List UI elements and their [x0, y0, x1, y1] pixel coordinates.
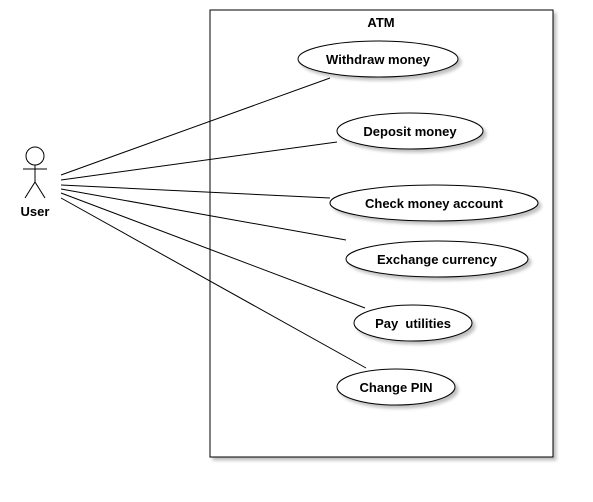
use-case-ellipse: [297, 40, 459, 78]
use-case-label: Exchange currency: [377, 252, 498, 267]
use-case-label: Pay utilities: [375, 316, 451, 331]
use-case-ellipse: [329, 184, 539, 222]
use-case-deposit[interactable]: Deposit money: [336, 112, 484, 150]
association-pay[interactable]: [60, 192, 366, 309]
association-check[interactable]: [60, 184, 331, 199]
actor-head: [25, 146, 45, 166]
use-case-label: Check money account: [365, 196, 504, 211]
association-deposit[interactable]: [60, 141, 338, 181]
actor-right-leg: [34, 181, 46, 199]
use-case-exchange[interactable]: Exchange currency: [345, 240, 529, 278]
use-case-pay[interactable]: Pay utilities: [353, 304, 473, 342]
use-case-check[interactable]: Check money account: [329, 184, 539, 222]
use-case-label: Withdraw money: [326, 52, 431, 67]
use-case-pin[interactable]: Change PIN: [336, 368, 456, 406]
system-name: ATM: [367, 15, 394, 30]
associations: [60, 77, 367, 369]
use-case-label: Change PIN: [360, 380, 433, 395]
use-case-ellipse: [353, 304, 473, 342]
actor-label: User: [21, 204, 50, 219]
association-pin[interactable]: [60, 197, 367, 369]
use-case-label: Deposit money: [363, 124, 457, 139]
use-case-ellipse: [336, 112, 484, 150]
use-case-withdraw[interactable]: Withdraw money: [297, 40, 459, 78]
association-exchange[interactable]: [60, 188, 347, 241]
use-case-ellipse: [345, 240, 529, 278]
association-withdraw[interactable]: [60, 77, 331, 176]
use-case-ellipse: [336, 368, 456, 406]
actor-user[interactable]: [23, 146, 47, 199]
actor-left-leg: [24, 181, 36, 199]
